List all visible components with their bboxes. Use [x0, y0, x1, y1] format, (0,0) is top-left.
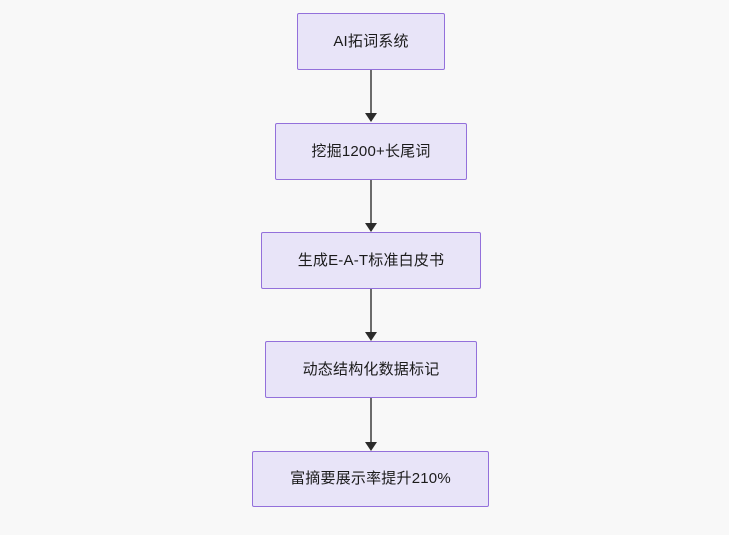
flow-connector-4: [365, 398, 377, 451]
flow-node-label: 挖掘1200+长尾词: [311, 142, 431, 160]
connector-stem: [370, 70, 372, 114]
flow-node-generate-eat-whitepaper[interactable]: 生成E-A-T标准白皮书: [261, 232, 481, 289]
flow-connector-2: [365, 180, 377, 232]
arrowhead-down-icon: [365, 442, 377, 451]
connector-stem: [370, 398, 372, 443]
flow-node-label: AI拓词系统: [333, 32, 409, 50]
flow-node-label: 富摘要展示率提升210%: [290, 470, 451, 487]
connector-stem: [370, 180, 372, 224]
flow-node-dynamic-structured-data-markup[interactable]: 动态结构化数据标记: [265, 341, 477, 398]
flow-connector-1: [365, 70, 377, 122]
arrowhead-down-icon: [365, 332, 377, 341]
connector-stem: [370, 289, 372, 333]
flow-node-rich-snippet-impression-uplift[interactable]: 富摘要展示率提升210%: [252, 451, 489, 507]
arrowhead-down-icon: [365, 223, 377, 232]
flow-node-ai-keyword-system[interactable]: AI拓词系统: [297, 13, 445, 70]
flow-node-label: 生成E-A-T标准白皮书: [297, 251, 445, 269]
flow-node-mine-longtail-keywords[interactable]: 挖掘1200+长尾词: [275, 123, 467, 180]
arrowhead-down-icon: [365, 113, 377, 122]
flow-node-label: 动态结构化数据标记: [302, 360, 440, 378]
flow-connector-3: [365, 289, 377, 341]
